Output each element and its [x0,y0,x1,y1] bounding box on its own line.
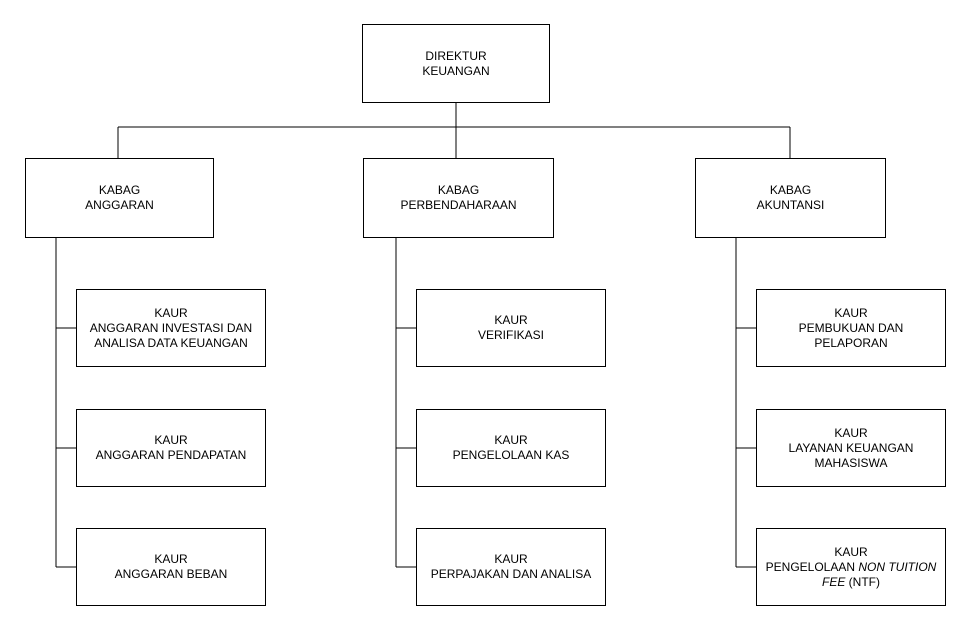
node-kaur-anggaran-beban: KAUR ANGGARAN BEBAN [76,528,266,606]
node-unit: LAYANAN KEUANGAN MAHASISWA [788,440,914,470]
node-unit-pre: PENGELOLAAN [765,559,859,574]
node-unit-post: (NTF) [845,574,880,589]
node-unit: ANGGARAN [85,198,154,212]
node-unit: VERIFIKASI [477,328,545,342]
node-kaur-ntf: KAUR PENGELOLAAN NON TUITION FEE (NTF) [756,528,946,606]
node-kaur-pengelolaan-kas: KAUR PENGELOLAAN KAS [416,409,606,487]
node-role: KAUR [154,552,188,566]
node-direktur-keuangan: DIREKTUR KEUANGAN [362,24,550,103]
node-kaur-verifikasi: KAUR VERIFIKASI [416,289,606,367]
node-role: KAUR [834,305,868,320]
node-unit: KEUANGAN [422,63,490,78]
node-role: DIREKTUR [425,48,487,63]
node-role: KAUR [154,305,188,320]
node-kaur-perpajakan: KAUR PERPAJAKAN DAN ANALISA [416,528,606,606]
node-kabag-anggaran: KABAG ANGGARAN [25,158,214,238]
node-role: KABAG [769,183,812,197]
node-role: KAUR [494,552,528,566]
node-unit: PENGELOLAAN NON TUITION FEE (NTF) [764,560,938,590]
node-unit: PERBENDAHARAAN [400,198,517,212]
node-unit: PERPAJAKAN DAN ANALISA [430,567,592,581]
node-kabag-perbendaharaan: KABAG PERBENDAHARAAN [363,158,554,238]
node-kaur-anggaran-investasi: KAUR ANGGARAN INVESTASI DAN ANALISA DATA… [76,289,266,367]
node-unit: ANGGARAN PENDAPATAN [95,448,247,462]
node-unit-italic: NON TUITION FEE [822,559,937,589]
node-role: KAUR [154,433,188,447]
node-unit: ANGGARAN INVESTASI DAN ANALISA DATA KEUA… [89,320,253,350]
node-kaur-pembukuan: KAUR PEMBUKUAN DAN PELAPORAN [756,289,946,367]
node-unit: ANGGARAN BEBAN [114,567,228,581]
node-kaur-anggaran-pendapatan: KAUR ANGGARAN PENDAPATAN [76,409,266,487]
node-unit: PEMBUKUAN DAN PELAPORAN [798,320,904,350]
node-unit: AKUNTANSI [756,198,825,212]
node-unit: PENGELOLAAN KAS [452,448,570,462]
node-role: KAUR [834,425,868,440]
node-role: KAUR [834,544,868,559]
node-role: KAUR [494,313,528,327]
node-role: KAUR [494,433,528,447]
node-role: KABAG [98,183,141,197]
node-role: KABAG [437,183,480,197]
node-kabag-akuntansi: KABAG AKUNTANSI [695,158,886,238]
node-kaur-layanan: KAUR LAYANAN KEUANGAN MAHASISWA [756,409,946,487]
